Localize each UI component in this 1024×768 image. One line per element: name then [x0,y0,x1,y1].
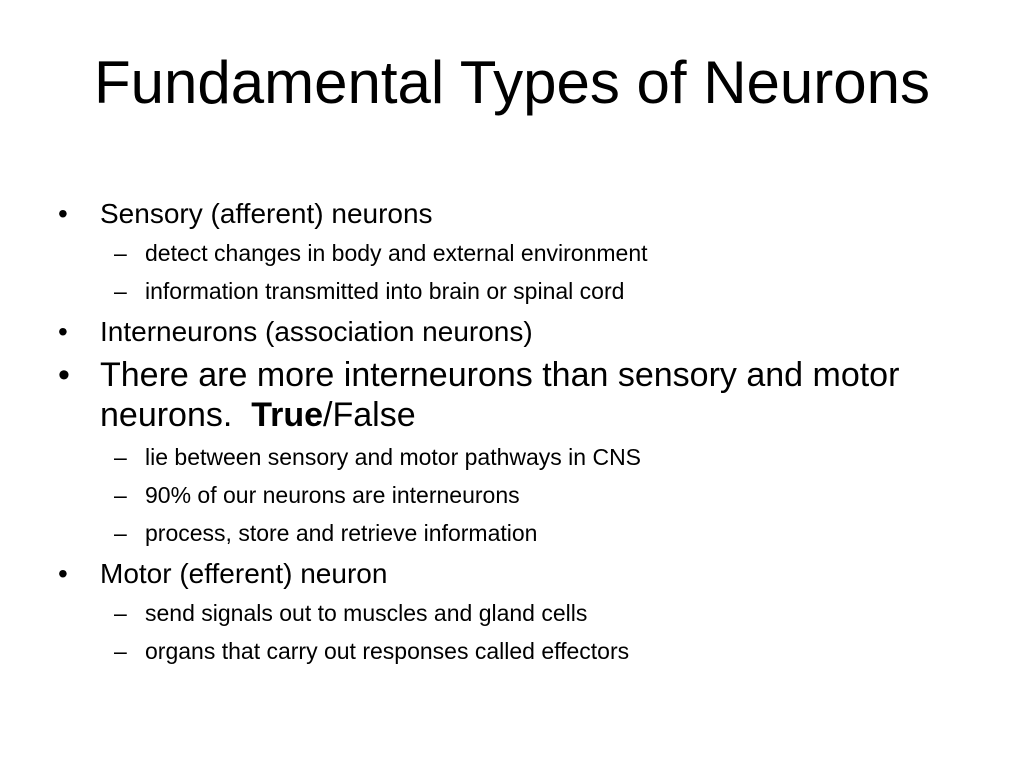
bullet-question: • There are more interneurons than senso… [58,355,978,435]
sub-bullet-text: lie between sensory and motor pathways i… [145,444,642,470]
dash-marker: – [114,600,127,626]
dash-marker: – [114,240,127,266]
bullet-marker: • [58,198,68,229]
slide-title: Fundamental Types of Neurons [93,49,931,116]
answer-true: True [251,396,324,434]
sub-bullet: – detect changes in body and external en… [58,239,978,267]
bullet-sensory: • Sensory (afferent) neurons [58,197,978,231]
bullet-sensory-label: Sensory (afferent) neurons [100,198,433,229]
sub-bullet: – lie between sensory and motor pathways… [58,443,978,471]
bullet-interneurons: • Interneurons (association neurons) [58,315,978,349]
bullet-motor-label: Motor (efferent) neuron [100,558,388,589]
dash-marker: – [114,278,127,304]
sub-bullet: – information transmitted into brain or … [58,277,978,305]
dash-marker: – [114,444,127,470]
sub-bullet: – 90% of our neurons are interneurons [58,481,978,509]
bullet-motor: • Motor (efferent) neuron [58,557,978,591]
sub-bullet: – process, store and retrieve informatio… [58,519,978,547]
sub-bullet-text: detect changes in body and external envi… [145,240,648,266]
bullet-marker: • [58,356,70,394]
sub-bullet-text: information transmitted into brain or sp… [145,278,625,304]
bullet-marker: • [58,316,68,347]
answer-false: /False [323,396,416,434]
sub-bullet: – organs that carry out responses called… [58,637,978,665]
dash-marker: – [114,638,127,664]
dash-marker: – [114,482,127,508]
sub-bullet-text: 90% of our neurons are interneurons [145,482,520,508]
bullet-marker: • [58,558,68,589]
sub-bullet-text: process, store and retrieve information [145,520,538,546]
dash-marker: – [114,520,127,546]
sub-bullet-text: organs that carry out responses called e… [145,638,630,664]
bullet-list: • Sensory (afferent) neurons – detect ch… [58,193,978,665]
sub-bullet: – send signals out to muscles and gland … [58,599,978,627]
question-text: There are more interneurons than sensory… [100,356,900,434]
bullet-interneurons-label: Interneurons (association neurons) [100,316,533,347]
sub-bullet-text: send signals out to muscles and gland ce… [145,600,588,626]
